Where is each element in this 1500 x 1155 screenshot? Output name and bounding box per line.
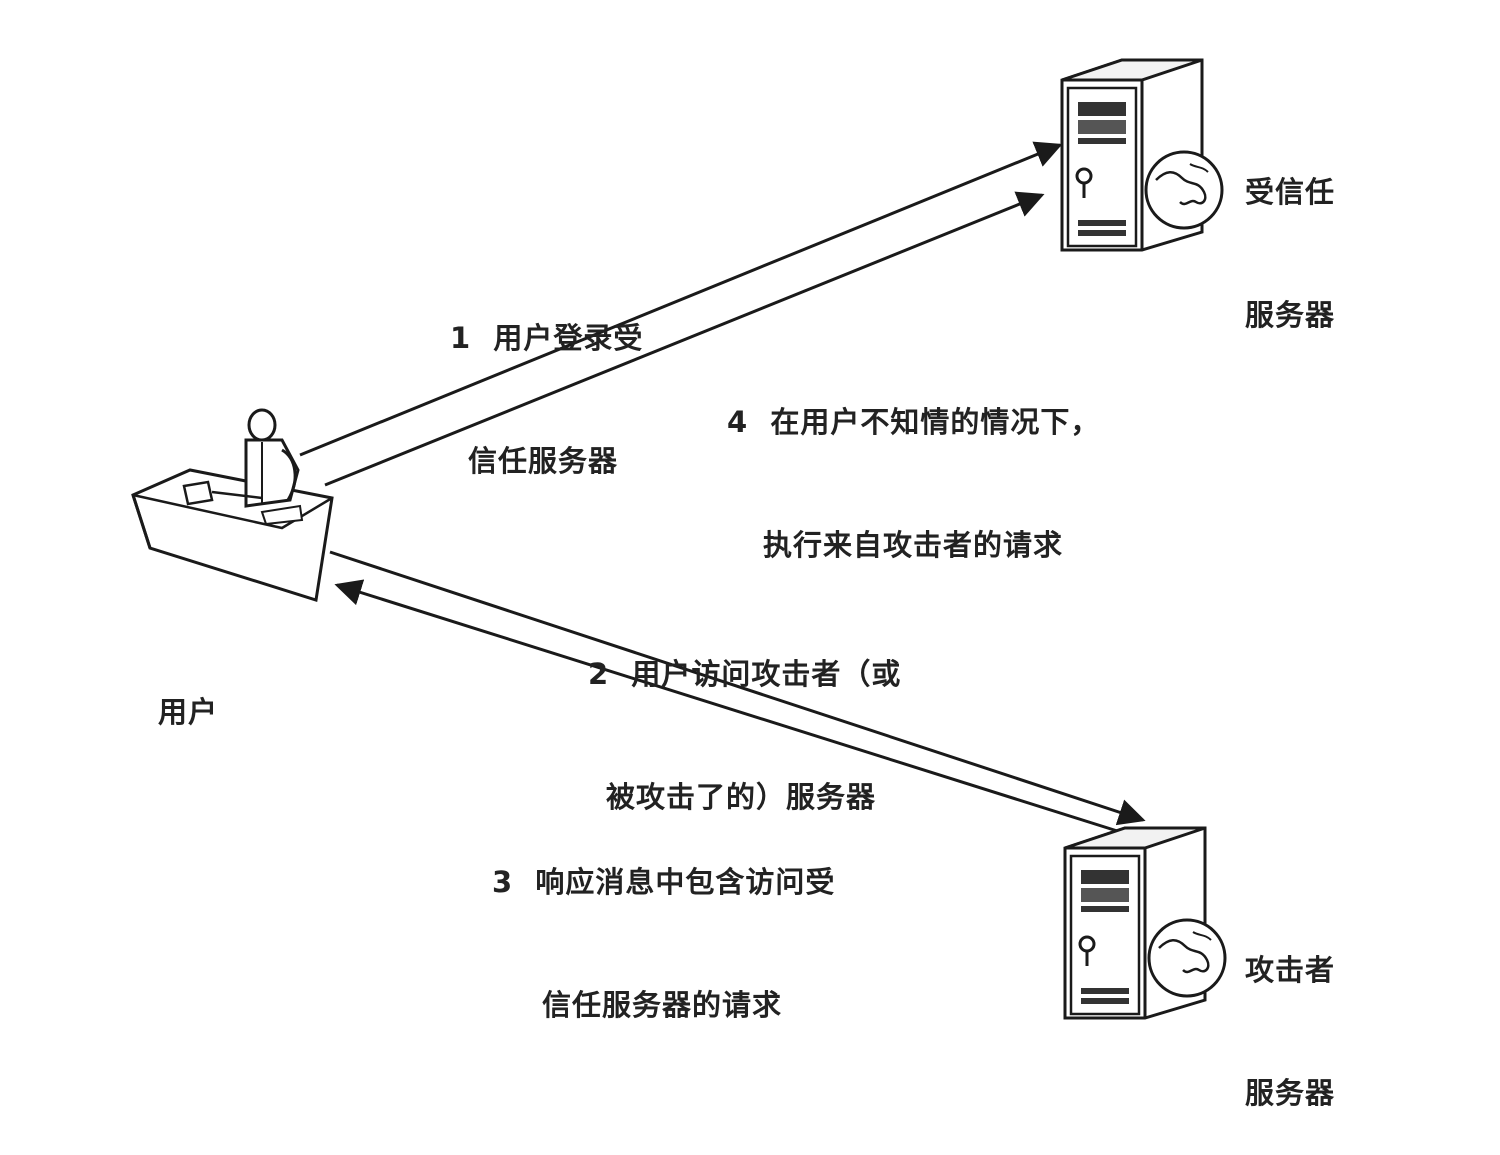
arrow-step-1: [299, 141, 1063, 457]
trusted-server-label: 受信任 服务器: [1245, 90, 1335, 377]
trusted-server-icon: [1060, 58, 1224, 252]
diagram-canvas: [131, 58, 1227, 1020]
step-1-label: 1 用户登录受 信任服务器: [450, 236, 643, 523]
step-2-label: 2 用户访问攻击者（或 被攻击了的）服务器: [588, 572, 901, 859]
user-label: 用户: [158, 695, 219, 729]
step-2-line-1: 2 用户访问攻击者（或: [588, 657, 902, 691]
step-3-line-1: 3 响应消息中包含访问受: [492, 865, 836, 899]
arrow-step-4: [324, 191, 1045, 487]
step-4-label: 4 在用户不知情的情况下， 执行来自攻击者的请求: [727, 320, 1100, 607]
step-4-line-1: 4 在用户不知情的情况下，: [727, 405, 1101, 439]
trusted-server-label-line-1: 受信任: [1245, 175, 1336, 209]
step-3-line-2: 信任服务器的请求: [542, 988, 783, 1022]
attacker-server-label: 攻击者 服务器: [1245, 868, 1335, 1155]
step-1-line-2: 信任服务器: [468, 444, 619, 478]
step-4-line-2: 执行来自攻击者的请求: [763, 528, 1064, 562]
arrow-step-2: [329, 550, 1146, 826]
arrow-step-3: [334, 579, 1131, 837]
attacker-server-label-line-1: 攻击者: [1245, 953, 1336, 987]
step-1-line-1: 1 用户登录受: [450, 321, 644, 355]
attacker-server-icon: [1063, 826, 1227, 1020]
user-at-desk-icon: [131, 408, 334, 602]
step-2-line-2: 被攻击了的）服务器: [606, 780, 877, 814]
step-3-label: 3 响应消息中包含访问受 信任服务器的请求: [492, 780, 835, 1067]
trusted-server-label-line-2: 服务器: [1245, 298, 1336, 332]
attacker-server-label-line-2: 服务器: [1245, 1076, 1336, 1110]
